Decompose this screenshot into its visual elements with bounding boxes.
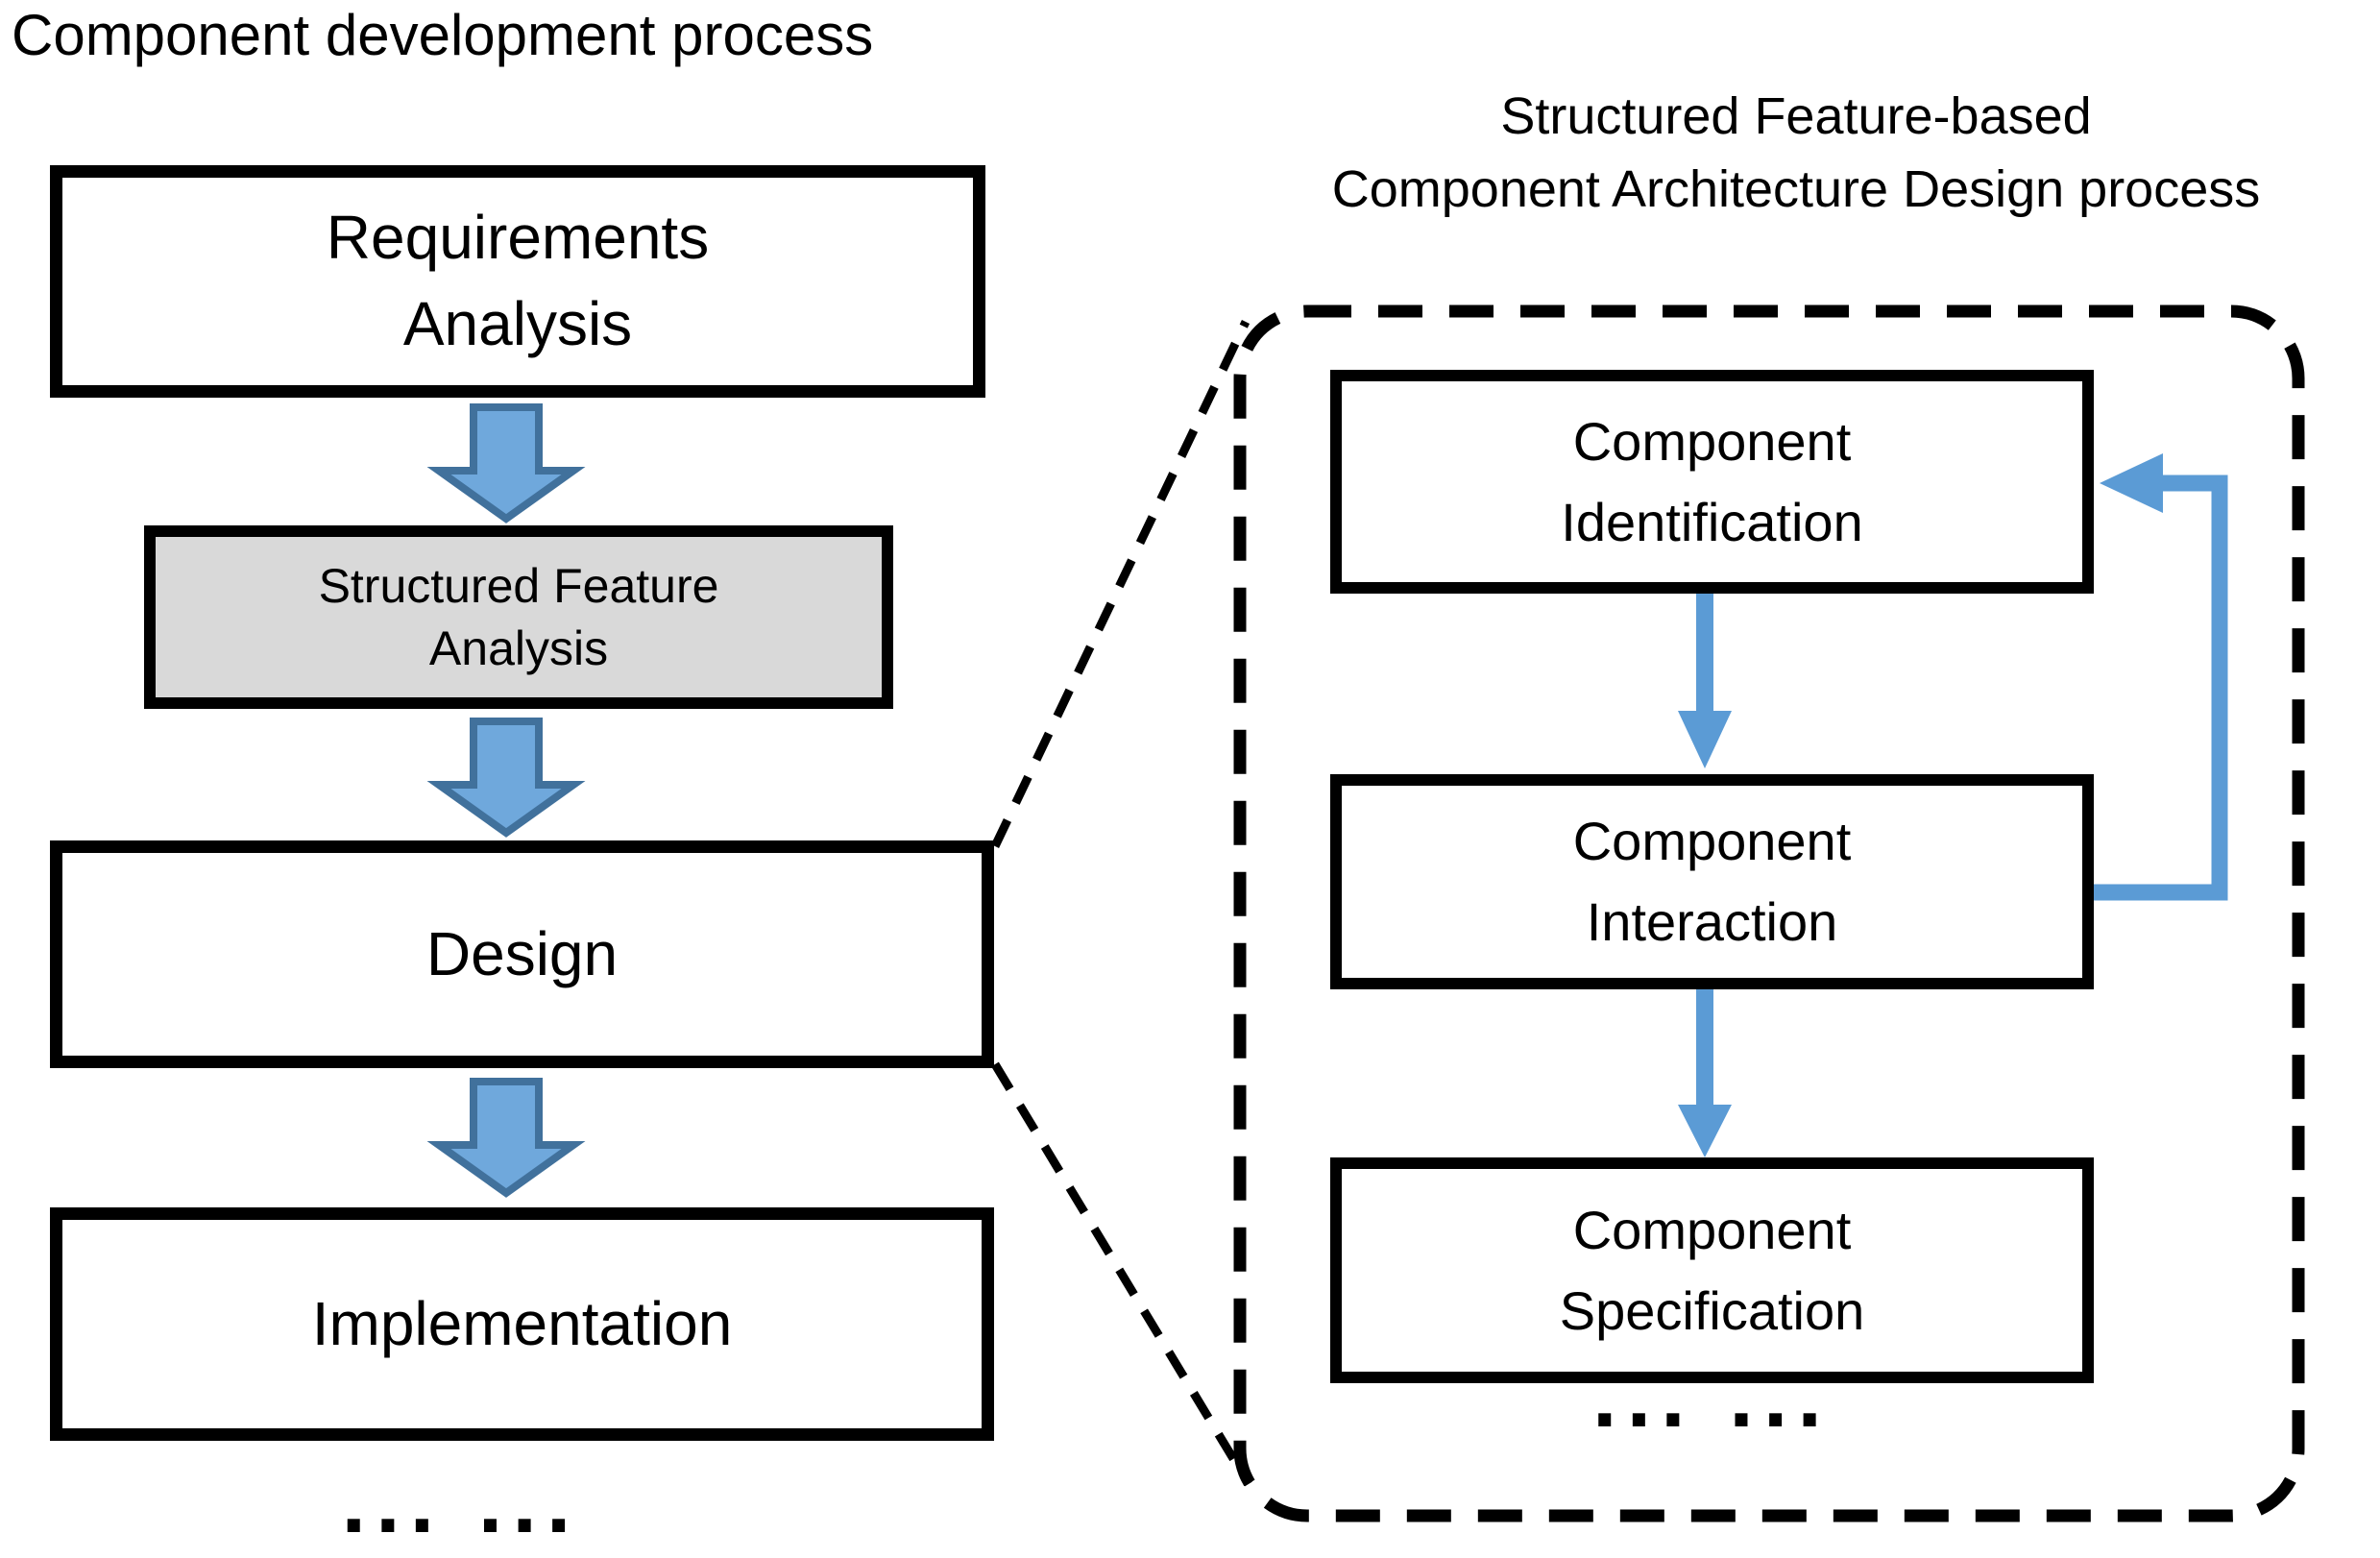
feedback-loop-arrow-line: [2094, 475, 2228, 901]
right-process-continuation-dots: ... ...: [1592, 1348, 1832, 1446]
left-process-title: Component development process: [12, 3, 874, 67]
box-label-line: Component: [1572, 1199, 1852, 1260]
box-label-line: Analysis: [402, 289, 633, 358]
expansion-connector-bottom: [991, 1061, 1252, 1487]
box-label-line: Analysis: [428, 621, 609, 675]
right-process-title: Structured Feature-based Component Archi…: [1220, 81, 2372, 226]
down-arrow-icon-interaction-to-specification: [1678, 987, 1732, 1157]
box-label-line: Identification: [1561, 491, 1863, 552]
box-label-line: Implementation: [311, 1288, 733, 1358]
design-box: Design: [50, 840, 994, 1068]
down-block-arrow-icon-3: [426, 1078, 586, 1198]
component-identification-box: Component Identification: [1330, 370, 2094, 594]
box-label-line: Requirements: [326, 203, 710, 273]
sub-process-dashed-container: [1233, 304, 2305, 1522]
box-label-line: Component: [1572, 410, 1852, 472]
box-label-line: Interaction: [1586, 891, 1838, 952]
requirements-analysis-box: Requirements Analysis: [50, 165, 985, 398]
box-label-line: Design: [425, 918, 619, 988]
implementation-box: Implementation: [50, 1207, 994, 1441]
expansion-connector-top: [990, 320, 1251, 848]
component-specification-box: Component Specification: [1330, 1157, 2094, 1383]
feedback-loop-arrowhead-icon: [2100, 453, 2163, 513]
right-process-title-line: Structured Feature-based: [1500, 87, 2092, 145]
down-arrow-icon-identification-to-interaction: [1678, 594, 1732, 768]
down-block-arrow-icon-2: [426, 718, 586, 838]
down-block-arrow-icon-1: [426, 403, 586, 523]
box-label-line: Specification: [1559, 1279, 1865, 1341]
box-label-line: Component: [1572, 811, 1852, 871]
structured-feature-analysis-box: Structured Feature Analysis: [144, 525, 893, 709]
left-process-continuation-dots: ... ...: [341, 1453, 581, 1551]
right-process-title-line: Component Architecture Design process: [1331, 159, 2261, 218]
box-label-line: Structured Feature: [318, 558, 719, 613]
component-interaction-box: Component Interaction: [1330, 774, 2094, 989]
